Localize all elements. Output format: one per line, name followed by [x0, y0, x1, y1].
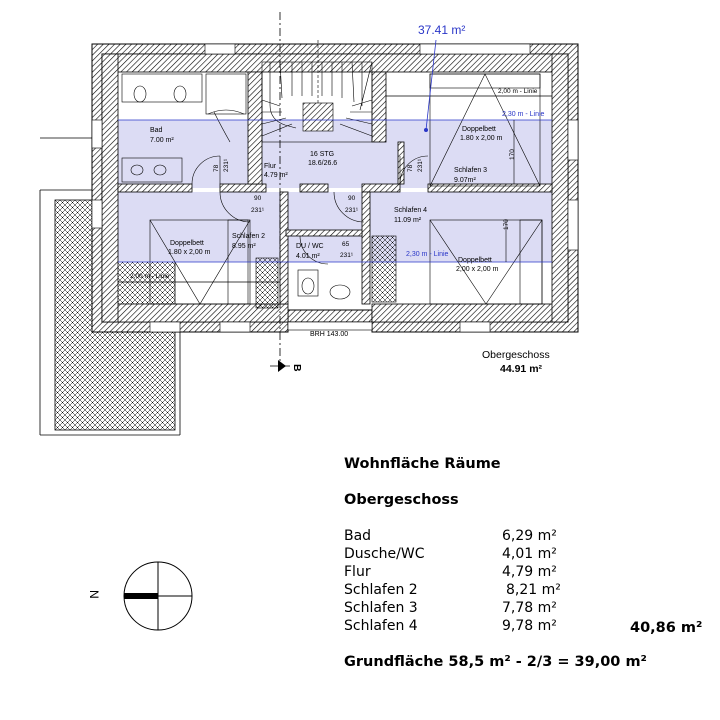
stairs-label: 16 STG	[310, 151, 334, 158]
staircase	[261, 40, 373, 143]
room-flur-name: Flur	[264, 163, 277, 170]
legend-row-name: Schlafen 2	[344, 582, 418, 598]
room-duwc-area: 4.01 m²	[296, 253, 320, 260]
legend-summary: Grundfläche 58,5 m² - 2/3 = 39,00 m²	[344, 654, 647, 670]
legend-row-name: Schlafen 3	[344, 600, 418, 616]
section-marker: B	[291, 364, 303, 372]
blue-zone-upper	[118, 120, 562, 188]
bed3-size: 2,00 x 2,00 m	[456, 266, 499, 273]
dim-78-a: 78	[213, 164, 220, 172]
legend-row-name: Dusche/WC	[344, 546, 425, 562]
line-200-left: 2,00 m - Linie	[130, 273, 170, 280]
room-bad-name: Bad	[150, 127, 163, 134]
legend-title: Wohnfläche Räume	[344, 456, 501, 472]
legend-floor: Obergeschoss	[344, 492, 459, 508]
room-schlafen4-area: 11.09 m²	[394, 217, 422, 224]
floor-plan: B	[39, 12, 579, 436]
bathroom-fixtures	[121, 73, 397, 309]
top-area-label: 37.41 m²	[418, 23, 465, 37]
door-swings	[191, 111, 429, 265]
room-duwc-name: DU / WC	[296, 243, 324, 250]
windows	[91, 43, 579, 333]
area-pointer	[425, 39, 437, 131]
legend-row-value: 9,78 m²	[502, 618, 557, 634]
bed3-label: Doppelbett	[458, 257, 492, 264]
north-letter: N	[87, 590, 101, 599]
line-230-lower: 2,30 m - Linie	[406, 251, 449, 258]
dim-231-e: 231¹	[340, 252, 354, 259]
bed2-size: 1.80 x 2,00 m	[168, 249, 211, 256]
bed2-label: Doppelbett	[170, 240, 204, 247]
legend-row-name: Schlafen 4	[344, 618, 418, 634]
floor-area: 44.91 m²	[500, 363, 543, 375]
dim-78-b: 78	[407, 164, 414, 172]
room-schlafen3-area: 9.07m²	[454, 177, 476, 184]
legend-row-name: Bad	[344, 528, 372, 544]
room-schlafen4-name: Schlafen 4	[394, 207, 427, 214]
legend-row-name: Flur	[344, 564, 371, 580]
blue-zone-lower	[118, 192, 562, 262]
section-line: B	[270, 12, 303, 372]
room-schlafen2-name: Schlafen 2	[232, 233, 265, 240]
legend-row-value: 6,29 m²	[502, 528, 557, 544]
brh-label: BRH 143.00	[310, 331, 348, 338]
dim-65: 65	[342, 241, 350, 248]
floor-title: Obergeschoss	[482, 349, 550, 361]
room-bad-area: 7.00 m²	[150, 137, 174, 144]
left-annex	[39, 137, 181, 436]
line-200-right: 2,00 m - Linie	[498, 88, 538, 95]
dim-231-b: 231¹	[417, 158, 424, 172]
dim-170-b: 170	[503, 219, 510, 230]
room-schlafen2-area: 8.95 m²	[232, 243, 256, 250]
dimension-170	[505, 120, 515, 262]
stairs-dims: 18.6/26.6	[308, 160, 337, 167]
legend-row-value: 7,78 m²	[502, 600, 557, 616]
line-230-right: 2,30 m - Linie	[502, 111, 545, 118]
dim-170-a: 170	[509, 149, 516, 160]
legend-row-value: 4,01 m²	[502, 546, 557, 562]
legend-row-value: 4,79 m²	[502, 564, 557, 580]
dim-90-b: 90	[348, 195, 356, 202]
dim-90-a: 90	[254, 195, 262, 202]
interior-walls	[117, 71, 553, 305]
bed1-size: 1.80 x 2,00 m	[460, 135, 503, 142]
dim-231-c: 231¹	[251, 207, 265, 214]
north-arrow-icon: N	[87, 561, 193, 631]
legend-total: 40,86 m²	[630, 620, 703, 636]
dim-231-d: 231¹	[345, 207, 359, 214]
room-schlafen3-name: Schlafen 3	[454, 167, 487, 174]
height-lines	[118, 95, 552, 283]
dim-231-a: 231¹	[223, 158, 230, 172]
bed1-label: Doppelbett	[462, 126, 496, 133]
room-flur-area: 4.79 m²	[264, 172, 288, 179]
legend-row-value: 8,21 m²	[506, 582, 561, 598]
